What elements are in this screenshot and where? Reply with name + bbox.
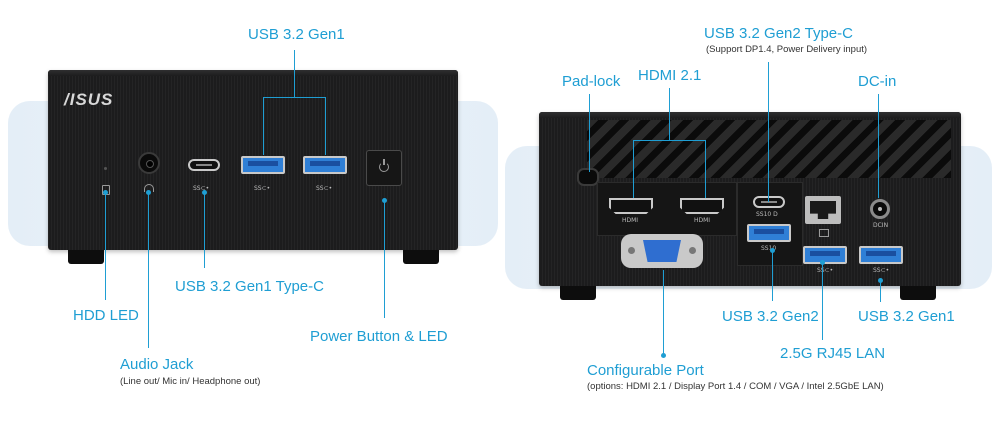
dc-in-port: [870, 199, 890, 219]
configurable-port-sublabel: (options: HDMI 2.1 / Display Port 1.4 / …: [587, 381, 884, 392]
lan-label: 2.5G RJ45 LAN: [780, 345, 886, 362]
rear-device: HDMI HDMI SS10 D SS10 DCIN SS⊂• SS⊂•: [539, 112, 961, 286]
rear-usb-a-mark-2: SS⊂•: [873, 267, 890, 274]
rear-typec-mark: SS10 D: [756, 211, 778, 218]
configurable-port-label: Configurable Port: [587, 362, 704, 379]
headphone-icon: [144, 184, 154, 192]
hdmi-port-2: [680, 198, 724, 214]
typec-gen2-sublabel: (Support DP1.4, Power Delivery input): [706, 44, 868, 55]
hdmi-port-1: [609, 198, 653, 214]
power-button-label: Power Button & LED: [310, 328, 448, 345]
padlock-label: Pad-lock: [562, 73, 621, 90]
front-usb-typec-port: [188, 159, 220, 171]
power-icon: [379, 162, 389, 172]
configurable-port-vga: [621, 234, 703, 268]
usb-typec-label: USB 3.2 Gen1 Type-C: [175, 278, 324, 295]
hdd-led-indicator: [104, 167, 107, 170]
usb-gen1-rear-label: USB 3.2 Gen1: [858, 308, 955, 325]
lan-icon: [819, 229, 829, 237]
rear-usb-gen1-port-1: [803, 246, 847, 264]
rear-usb-gen1-port-2: [859, 246, 903, 264]
rear-foot-left: [560, 286, 596, 300]
front-usb-a-port-1: [241, 156, 285, 174]
front-usb2-mark: SS⊂•: [316, 185, 333, 192]
dc-in-mark: DCIN: [873, 222, 889, 229]
audio-jack-label: Audio Jack: [120, 356, 194, 373]
front-foot-right: [403, 250, 439, 264]
front-foot-left: [68, 250, 104, 264]
hdmi-port-2-mark: HDMI: [694, 217, 711, 224]
hdmi-port-1-mark: HDMI: [622, 217, 639, 224]
audio-jack-sublabel: (Line out/ Mic in/ Headphone out): [120, 376, 261, 387]
front-usb1-mark: SS⊂•: [254, 185, 271, 192]
usb-gen1-label: USB 3.2 Gen1: [248, 26, 345, 43]
front-typec-mark: SS⊂•: [193, 185, 210, 192]
rear-usb-gen2-mark: SS10: [761, 245, 777, 252]
audio-jack: [138, 152, 160, 174]
rj45-port: [805, 196, 841, 224]
rear-usb-gen2-port: [747, 224, 791, 242]
rear-usb-a-mark-1: SS⊂•: [817, 267, 834, 274]
typec-gen2-label: USB 3.2 Gen2 Type-C: [704, 25, 853, 42]
power-button[interactable]: [366, 150, 402, 186]
hdd-led-label: HDD LED: [73, 307, 139, 324]
hdmi-label: HDMI 2.1: [638, 67, 702, 84]
dcin-label: DC-in: [858, 73, 897, 90]
padlock-slot: [577, 168, 599, 186]
front-device: /ISUS SS⊂• SS⊂• SS⊂•: [48, 70, 458, 250]
asus-logo: /ISUS: [64, 90, 114, 109]
front-usb-a-port-2: [303, 156, 347, 174]
rear-foot-right: [900, 286, 936, 300]
usb-gen2-label: USB 3.2 Gen2: [722, 308, 819, 325]
